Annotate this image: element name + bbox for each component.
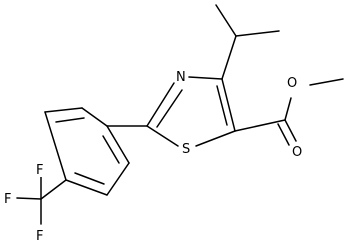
bond-benzene-4: [65, 179, 108, 196]
bond-o-methyl: [309, 78, 344, 86]
bond-c4-n3: [188, 76, 223, 80]
bond-s1-c5: [195, 130, 236, 147]
atom-s-label: S: [182, 142, 190, 157]
bond-carbonyl-o-single: [284, 97, 292, 121]
bond-benzene-6: [106, 125, 130, 164]
bond-carbonyl-o-double-b: [277, 123, 290, 146]
bond-benzene-3: [44, 111, 67, 181]
bond-c5-c4-inner: [216, 85, 228, 126]
bond-c-f-left: [16, 197, 42, 200]
bond-benzene-2: [44, 107, 83, 113]
atom-f-left-label: F: [4, 192, 11, 207]
bond-benzene-inner-a: [55, 117, 85, 123]
bond-n3-c2-inner: [156, 89, 183, 128]
atom-o-ester: O: [286, 74, 300, 91]
bond-benzene-inner-c: [102, 135, 120, 164]
atom-f-top: F: [35, 161, 47, 178]
atom-o-carbonyl-label: O: [292, 145, 302, 160]
atom-f-bottom: F: [35, 227, 47, 244]
bond-n3-c2-outer: [146, 82, 175, 127]
atom-o-carbonyl: O: [291, 143, 305, 160]
bond-isopropyl-methyl-right: [235, 30, 280, 37]
bond-carbonyl-o-double-a: [284, 119, 297, 142]
atom-o-ester-label: O: [287, 76, 297, 91]
atom-s: S: [180, 140, 193, 157]
bond-benzene-inner-b: [74, 172, 105, 185]
bond-c5-carbonyl: [234, 119, 286, 132]
atom-f-bottom-label: F: [36, 229, 43, 244]
bond-isopropyl-ring: [221, 35, 237, 80]
bond-benzene-5: [106, 162, 130, 196]
bond-benzene-1: [81, 107, 108, 127]
bond-isopropyl-methyl-left: [215, 4, 237, 37]
atom-f-left: F: [3, 190, 15, 207]
atom-f-top-label: F: [36, 163, 43, 178]
bond-c2-s1: [146, 125, 179, 147]
atom-n-label: N: [176, 70, 186, 85]
atom-n: N: [175, 68, 188, 85]
bond-benzene-cf3: [40, 179, 67, 200]
bond-c5-c4-outer: [221, 78, 236, 132]
